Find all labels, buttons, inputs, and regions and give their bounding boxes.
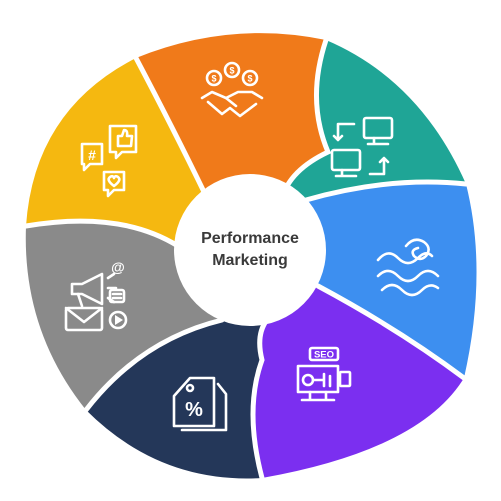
- center-label: Performance Marketing: [170, 190, 330, 310]
- social-bubbles-icon: #: [80, 124, 138, 198]
- seo-monitor-icon: SEO: [296, 346, 352, 402]
- segment-native: [306, 182, 477, 378]
- center-circle: [174, 174, 326, 326]
- segment-affiliate: [136, 33, 328, 198]
- percent-tag-icon: %: [172, 376, 228, 432]
- svg-text:$: $: [211, 74, 216, 84]
- at-symbol: @: [111, 259, 125, 275]
- svg-text:$: $: [229, 66, 234, 76]
- megaphone-email-icon: @: [64, 259, 128, 332]
- segment-discount: [86, 306, 286, 479]
- center-title-line2: Marketing: [212, 252, 288, 269]
- seo-badge-text: SEO: [314, 350, 334, 361]
- hashtag-symbol: #: [88, 147, 96, 163]
- segment-seo: [253, 286, 464, 478]
- handshake-money-icon: $ $ $: [200, 61, 264, 118]
- percent-symbol: %: [185, 399, 203, 421]
- center-title-line1: Performance: [201, 230, 299, 247]
- monitors-exchange-icon: [330, 116, 394, 178]
- waves-icon: [376, 238, 440, 297]
- svg-text:$: $: [247, 74, 252, 84]
